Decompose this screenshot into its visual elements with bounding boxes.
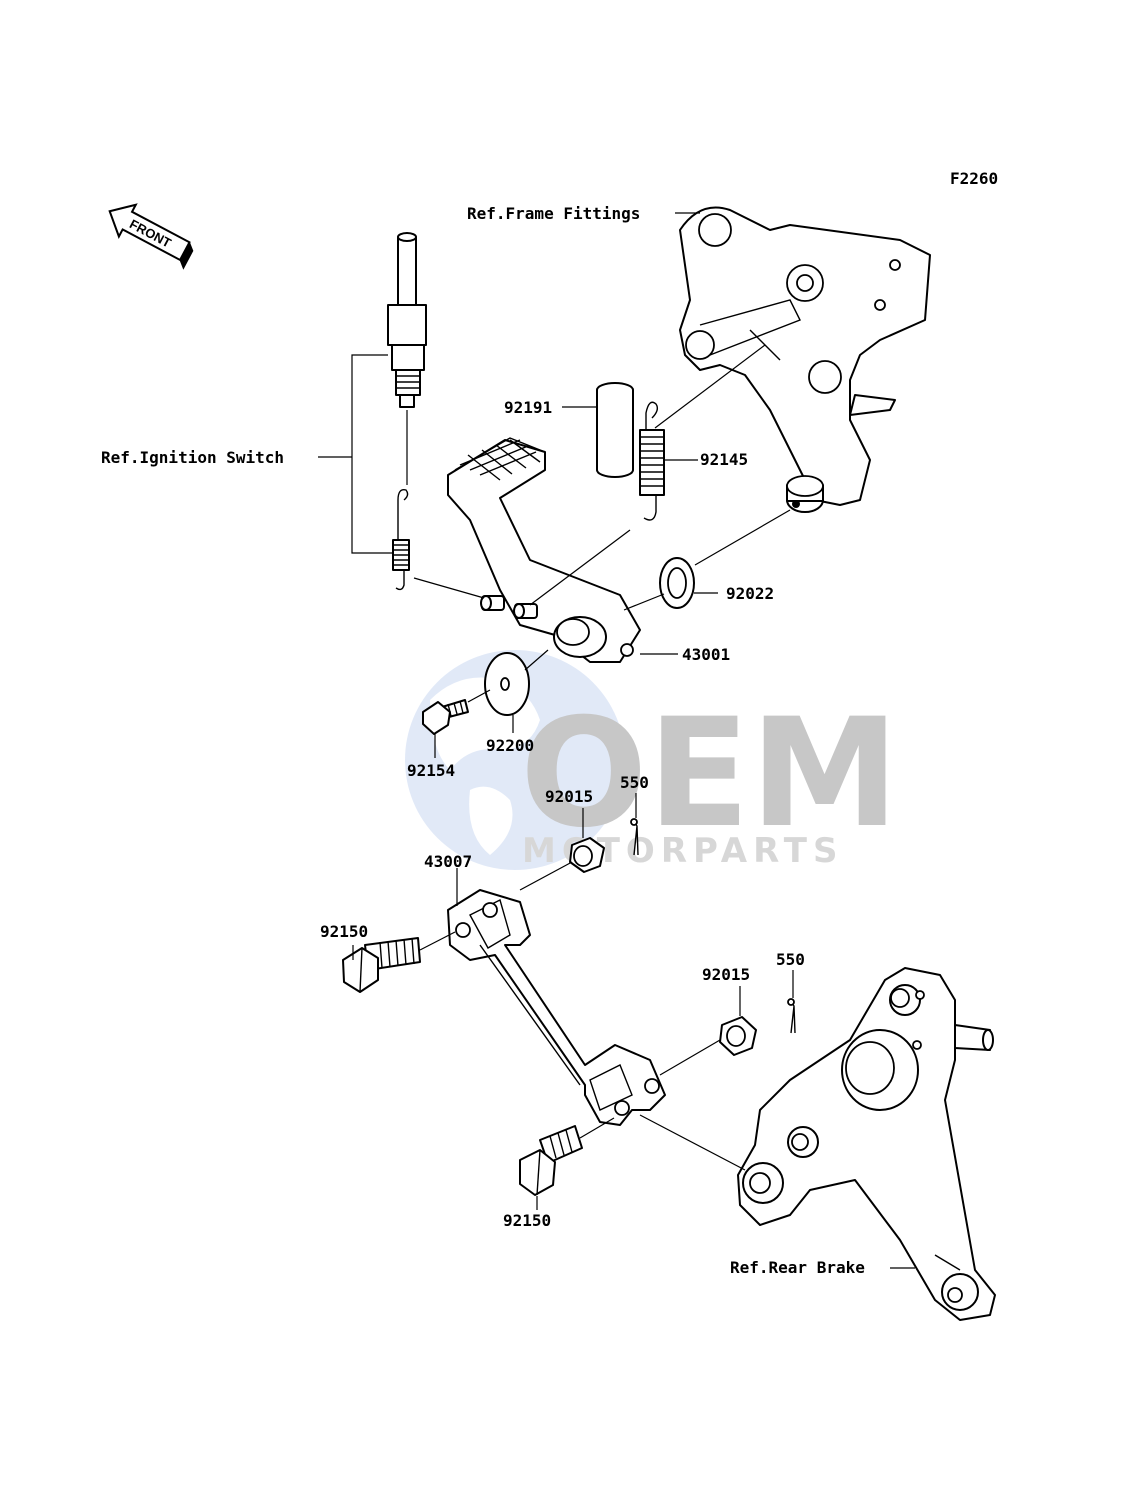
return-spring-92145 bbox=[639, 401, 665, 521]
part-label-92015-lower: 92015 bbox=[702, 965, 750, 984]
ref-rear-brake-label: Ref.Rear Brake bbox=[730, 1258, 865, 1277]
bolt-92150-left bbox=[342, 937, 421, 993]
part-label-92145: 92145 bbox=[700, 450, 748, 469]
part-label-92015-upper: 92015 bbox=[545, 787, 593, 806]
front-arrow-icon: FRONT bbox=[108, 203, 194, 270]
ignition-switch-bracket-line bbox=[351, 354, 393, 554]
part-label-43007: 43007 bbox=[424, 852, 472, 871]
ref-frame-fittings-label: Ref.Frame Fittings bbox=[467, 204, 640, 223]
switch-spring bbox=[392, 489, 410, 591]
part-label-92150-left: 92150 bbox=[320, 922, 368, 941]
cotter-pin-550-upper bbox=[630, 818, 639, 856]
washer-92022 bbox=[659, 557, 695, 609]
frame-fitting-bracket bbox=[679, 206, 931, 513]
rear-brake-arm bbox=[737, 967, 996, 1321]
nut-92015-upper bbox=[569, 837, 605, 873]
part-label-92022: 92022 bbox=[726, 584, 774, 603]
ref-ignition-switch-label: Ref.Ignition Switch bbox=[101, 448, 284, 467]
bolt-92154 bbox=[422, 699, 469, 735]
nut-92015-lower bbox=[719, 1016, 757, 1056]
cotter-pin-550-lower bbox=[787, 998, 796, 1034]
part-label-550-lower: 550 bbox=[776, 950, 805, 969]
part-label-92200: 92200 bbox=[486, 736, 534, 755]
washer-92200 bbox=[484, 652, 530, 716]
oem-watermark: OEM MOTORPARTS bbox=[405, 650, 899, 871]
part-label-92154: 92154 bbox=[407, 761, 455, 780]
brake-pedal-43001 bbox=[447, 437, 641, 663]
label-leaders bbox=[352, 406, 915, 1269]
watermark-subtitle: MOTORPARTS bbox=[522, 831, 843, 871]
pedal-tread-icon bbox=[459, 439, 541, 481]
part-label-550-upper: 550 bbox=[620, 773, 649, 792]
tie-rod-43007 bbox=[447, 889, 666, 1126]
part-label-92150-bottom: 92150 bbox=[503, 1211, 551, 1230]
bolt-92150-bottom bbox=[519, 1125, 583, 1196]
collar-92191 bbox=[596, 382, 634, 478]
ignition-switch bbox=[387, 232, 427, 485]
part-label-92191: 92191 bbox=[504, 398, 552, 417]
assembly-lines bbox=[413, 212, 791, 1171]
part-label-43001: 43001 bbox=[682, 645, 730, 664]
diagram-code: F2260 bbox=[950, 169, 998, 188]
